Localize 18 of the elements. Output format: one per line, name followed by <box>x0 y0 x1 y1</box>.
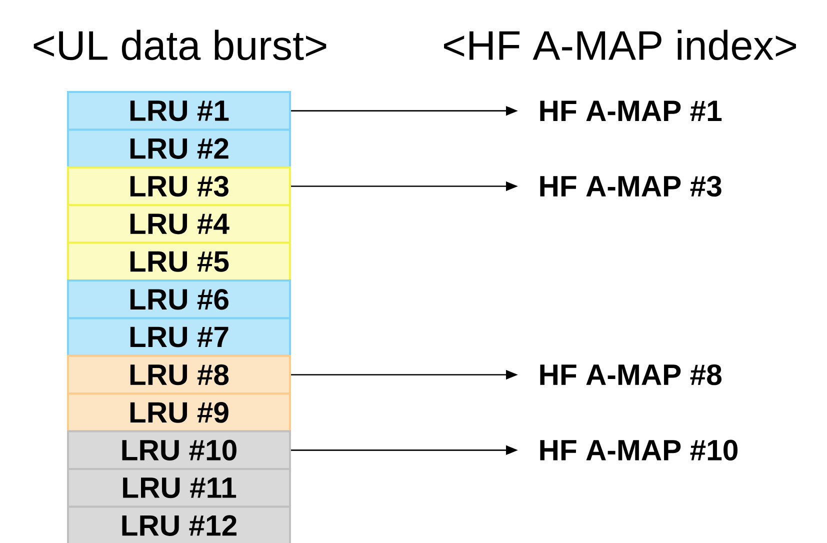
map-index-text: HF A-MAP #3 <box>540 176 722 197</box>
heading: <UL data burst> <box>34 30 326 60</box>
block-row: LRU #10 <box>67 430 291 470</box>
block-row: LRU #9 <box>67 392 291 432</box>
heading: <HF A-MAP index> <box>444 30 796 60</box>
block-row: LRU #8 <box>67 354 291 395</box>
block-row: LRU #12 <box>67 506 291 543</box>
block-row: LRU #11 <box>67 468 291 508</box>
block-row: LRU #2 <box>67 128 291 168</box>
block-row: LRU #3 <box>67 166 291 206</box>
block-row: LRU #7 <box>67 317 291 357</box>
block-row: LRU #6 <box>67 280 291 320</box>
block-row: LRU #5 <box>67 242 291 282</box>
map-index-text: HF A-MAP #8 <box>540 364 722 386</box>
map-index-text: HF A-MAP #10 <box>540 440 738 461</box>
map-index-text: HF A-MAP #1 <box>540 100 722 121</box>
block-row: LRU #4 <box>67 204 291 244</box>
block-row: LRU #1 <box>67 91 291 131</box>
